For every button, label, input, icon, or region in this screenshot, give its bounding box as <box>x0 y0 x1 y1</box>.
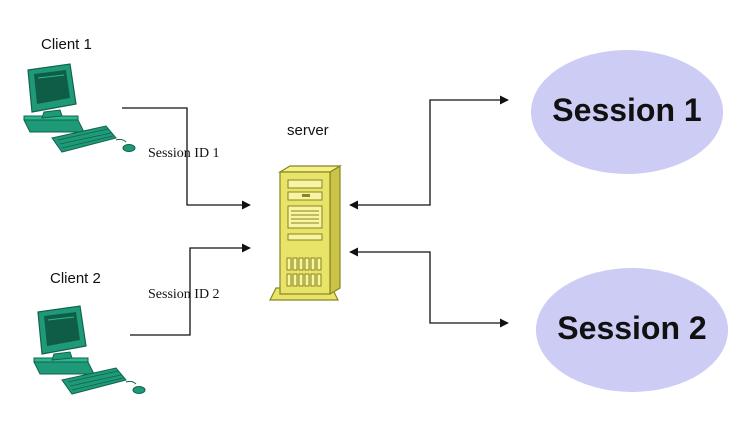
session-2-ellipse <box>536 268 728 392</box>
client-1-label: Client 1 <box>41 36 92 53</box>
client-2-computer-icon <box>33 305 146 395</box>
session-1-ellipse <box>531 50 723 174</box>
client-2-label: Client 2 <box>50 270 101 287</box>
client-1-connector <box>122 107 251 210</box>
session-1-label: Session 1 <box>552 92 702 128</box>
client-1-computer-icon <box>23 63 136 153</box>
session-id-1-label: Session ID 1 <box>148 146 220 161</box>
server-tower-icon <box>269 164 343 301</box>
session-2-label: Session 2 <box>557 310 707 346</box>
session-id-2-label: Session ID 2 <box>148 287 220 302</box>
session-1-connector <box>349 95 509 210</box>
server-label: server <box>287 122 329 139</box>
client-2-connector <box>130 243 251 336</box>
session-2-connector <box>349 247 509 328</box>
